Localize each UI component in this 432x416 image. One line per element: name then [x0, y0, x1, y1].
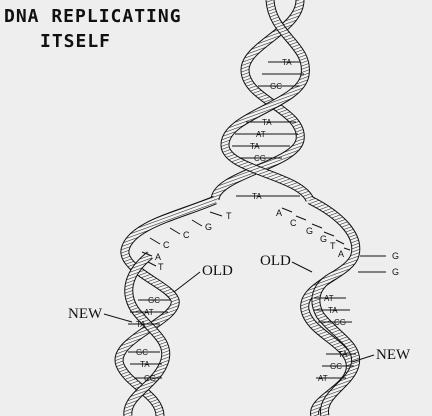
left-base-5: A — [155, 252, 161, 262]
left-pair-6: CG — [144, 374, 156, 383]
left-base-4: C — [163, 240, 170, 250]
right-base-2: C — [290, 218, 297, 228]
title-line-1: DNA REPLICATING — [4, 6, 182, 27]
right-base-7: G — [392, 251, 399, 261]
label-old-right: OLD — [260, 253, 291, 269]
label-new-right: NEW — [376, 347, 411, 363]
label-old-left: OLD — [202, 263, 233, 279]
right-base-4: G — [320, 234, 327, 244]
right-pair-4: TA — [338, 350, 348, 359]
top-pair-6: CG — [254, 154, 266, 163]
top-pair-7: TA — [252, 192, 262, 201]
left-pair-5: TA — [140, 360, 150, 369]
top-pair-3: TA — [262, 118, 272, 127]
top-pair-1: TA — [282, 58, 292, 67]
top-pair-2: GC — [270, 82, 282, 91]
right-base-5: T — [330, 241, 336, 251]
right-pair-5: GC — [330, 362, 342, 371]
left-base-3: C — [183, 230, 190, 240]
right-pair-6: AT — [318, 374, 328, 383]
right-pair-2: TA — [328, 306, 338, 315]
right-pair-1: AT — [324, 294, 334, 303]
pointer-old-right — [291, 261, 313, 273]
left-base-1: T — [226, 211, 232, 221]
right-base-8: G — [392, 267, 399, 277]
right-base-3: G — [306, 226, 313, 236]
pointer-new-left — [103, 313, 133, 323]
left-pair-1: GC — [148, 296, 160, 305]
pointer-new-right — [351, 354, 375, 363]
top-pair-4: AT — [256, 130, 266, 139]
right-base-1: A — [276, 208, 282, 218]
top-pair-5: TA — [250, 142, 260, 151]
right-base-6: A — [338, 249, 344, 259]
left-base-6: T — [158, 262, 164, 272]
right-pair-3: CG — [334, 318, 346, 327]
left-pair-4: GC — [136, 348, 148, 357]
left-pair-2: AT — [144, 308, 154, 317]
label-new-left: NEW — [68, 306, 103, 322]
title-line-2: ITSELF — [40, 31, 112, 52]
left-pair-3: TA — [136, 320, 146, 329]
left-base-2: G — [205, 222, 212, 232]
pointer-old-left — [173, 271, 201, 293]
